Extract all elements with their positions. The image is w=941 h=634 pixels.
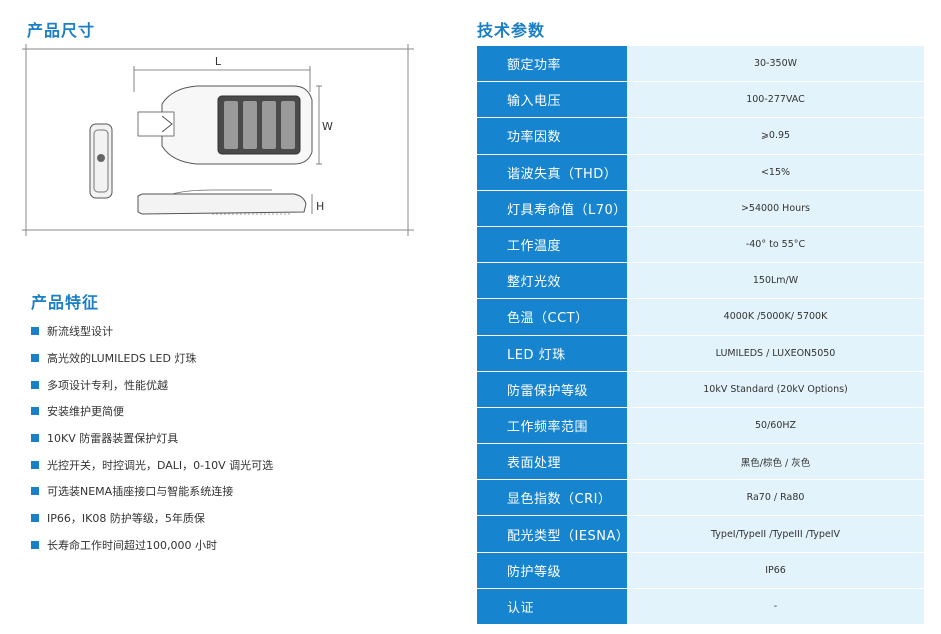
features-title: 产品特征 [31,293,100,312]
spec-row: 表面处理黑色/棕色 / 灰色 [477,443,924,481]
spec-key: 防护等级 [477,552,627,589]
bullet-square-icon [31,354,39,363]
spec-key: 输入电压 [477,81,627,119]
spec-key: 认证 [477,588,627,626]
spec-value: 100-277VAC [627,81,924,119]
feature-item: 安装维护更简便 [31,398,273,425]
spec-value: LUMILEDS / LUXEON5050 [627,335,924,372]
bullet-square-icon [31,434,39,443]
feature-item: 10KV 防雷器装置保护灯具 [31,425,273,452]
feature-item: 多项设计专利，性能优越 [31,371,273,398]
spec-row: 认证- [477,588,924,626]
feature-item: 高光效的LUMILEDS LED 灯珠 [31,345,273,372]
spec-key: 灯具寿命值（L70） [477,190,627,227]
bullet-square-icon [31,514,39,523]
bullet-square-icon [31,540,39,549]
spec-key: 工作频率范围 [477,407,627,445]
spec-key: 工作温度 [477,226,627,264]
spec-value: ⩾0.95 [627,117,924,155]
spec-key: 防雷保护等级 [477,371,627,408]
spec-value: -40° to 55°C [627,226,924,264]
bullet-square-icon [31,380,39,389]
spec-value: IP66 [627,552,924,589]
specs-title: 技术参数 [477,21,546,40]
spec-key: 显色指数（CRI） [477,479,627,517]
spec-value: TypeI/TypeII /TypeIII /TypeIV [627,515,924,553]
spec-value: 50/60HZ [627,407,924,445]
bullet-square-icon [31,487,39,496]
dimensions-title: 产品尺寸 [27,21,96,40]
bullet-square-icon [31,327,39,336]
spec-key: 功率因数 [477,117,627,155]
spec-row: 显色指数（CRI）Ra70 / Ra80 [477,479,924,517]
bullet-square-icon [31,407,39,416]
spec-key: 整灯光效 [477,262,627,300]
spec-row: 功率因数⩾0.95 [477,117,924,155]
spec-value: 150Lm/W [627,262,924,300]
spec-key: 额定功率 [477,46,627,83]
label-h: H [316,200,324,213]
feature-item: IP66，IK08 防护等级，5年质保 [31,505,273,532]
spec-value: 黑色/棕色 / 灰色 [627,443,924,481]
spec-key: 谐波失真（THD） [477,154,627,191]
feature-item: 新流线型设计 [31,318,273,345]
spec-value: Ra70 / Ra80 [627,479,924,517]
spec-row: 工作温度-40° to 55°C [477,226,924,264]
spec-row: 灯具寿命值（L70）>54000 Hours [477,190,924,227]
bullet-square-icon [31,460,39,469]
label-l: L [215,55,222,68]
spec-row: 配光类型（IESNA）TypeI/TypeII /TypeIII /TypeIV [477,515,924,553]
feature-item: 可选装NEMA插座接口与智能系统连接 [31,478,273,505]
feature-item: 光控开关，时控调光，DALI，0-10V 调光可选 [31,451,273,478]
spec-value: - [627,588,924,626]
spec-key: 色温（CCT） [477,298,627,336]
spec-value: 4000K /5000K/ 5700K [627,298,924,336]
spec-row: 色温（CCT）4000K /5000K/ 5700K [477,298,924,336]
spec-value: 30-350W [627,46,924,83]
spec-value: <15% [627,154,924,191]
spec-row: 谐波失真（THD）<15% [477,154,924,191]
spec-value: >54000 Hours [627,190,924,227]
label-w: W [322,120,333,133]
spec-key: LED 灯珠 [477,335,627,372]
features-list: 新流线型设计 高光效的LUMILEDS LED 灯珠 多项设计专利，性能优越 安… [31,318,273,558]
spec-key: 配光类型（IESNA） [477,515,629,553]
spec-key: 表面处理 [477,443,627,481]
feature-item: 长寿命工作时间超过100,000 小时 [31,532,273,559]
spec-value: 10kV Standard (20kV Options) [627,371,924,408]
dimension-drawing: L W H [22,44,414,236]
